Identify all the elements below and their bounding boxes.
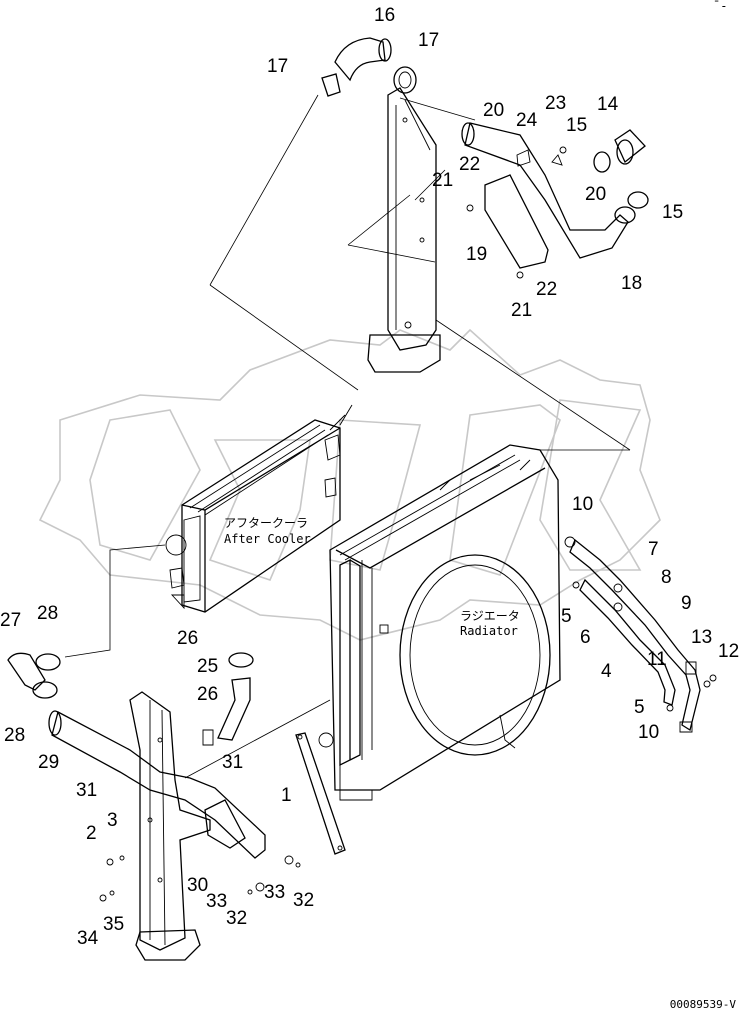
callout-9: 9 <box>681 593 692 614</box>
callout-32: 32 <box>226 908 247 929</box>
after-cooler-en-label: After Cooler <box>224 532 311 546</box>
callout-21: 21 <box>511 300 532 321</box>
callout-5: 5 <box>634 697 645 718</box>
callout-35: 35 <box>103 914 124 935</box>
callouts: 16 17 17 20 24 23 15 14 22 21 20 15 19 2… <box>0 5 739 949</box>
callout-22: 22 <box>536 279 557 300</box>
callout-14: 14 <box>597 94 619 115</box>
radiator-jp-label: ラジエータ <box>460 609 520 623</box>
callout-24: 24 <box>516 110 538 131</box>
callout-31: 31 <box>76 780 97 801</box>
callout-12: 12 <box>718 641 739 662</box>
callout-4: 4 <box>601 661 612 682</box>
callout-19: 19 <box>466 244 487 265</box>
callout-33: 33 <box>206 891 227 912</box>
callout-8: 8 <box>661 567 672 588</box>
callout-23: 23 <box>545 93 566 114</box>
upper-air-pipe-assembly <box>209 37 649 451</box>
callout-17: 17 <box>267 56 288 77</box>
callout-18: 18 <box>621 273 642 294</box>
callout-20: 20 <box>483 100 504 121</box>
radiator: ラジエータ Radiator <box>318 444 630 801</box>
callout-2: 2 <box>86 823 97 844</box>
callout-15: 15 <box>662 202 683 223</box>
callout-22: 22 <box>459 154 480 175</box>
callout-33: 33 <box>264 882 285 903</box>
callout-21: 21 <box>432 170 453 191</box>
callout-3: 3 <box>107 810 118 831</box>
callout-34: 34 <box>77 928 99 949</box>
callout-20: 20 <box>585 184 606 205</box>
callout-25: 25 <box>197 656 218 677</box>
callout-10: 10 <box>572 494 593 515</box>
callout-1: 1 <box>281 785 292 806</box>
callout-6: 6 <box>580 627 591 648</box>
callout-28: 28 <box>37 603 58 624</box>
callout-26: 26 <box>197 684 218 705</box>
callout-27: 27 <box>0 610 21 631</box>
callout-10: 10 <box>638 722 659 743</box>
callout-17: 17 <box>418 30 439 51</box>
corner-mark: ˉ- <box>713 0 727 13</box>
coolant-hoses <box>564 536 717 733</box>
callout-16: 16 <box>374 5 395 26</box>
drawing-number: 00089539-V <box>670 998 737 1011</box>
callout-29: 29 <box>38 752 59 773</box>
callout-11: 11 <box>647 649 667 670</box>
callout-26: 26 <box>177 628 198 649</box>
callout-13: 13 <box>691 627 712 648</box>
lower-air-pipe-assembly <box>7 544 346 961</box>
callout-32: 32 <box>293 890 314 911</box>
callout-7: 7 <box>648 539 659 560</box>
after-cooler: アフタークーラ After Cooler <box>165 404 353 613</box>
callout-15: 15 <box>566 115 587 136</box>
callout-31: 31 <box>222 752 243 773</box>
callout-5: 5 <box>561 606 572 627</box>
callout-28: 28 <box>4 725 25 746</box>
after-cooler-jp-label: アフタークーラ <box>224 516 308 530</box>
callout-30: 30 <box>187 875 208 896</box>
radiator-en-label: Radiator <box>460 624 518 638</box>
